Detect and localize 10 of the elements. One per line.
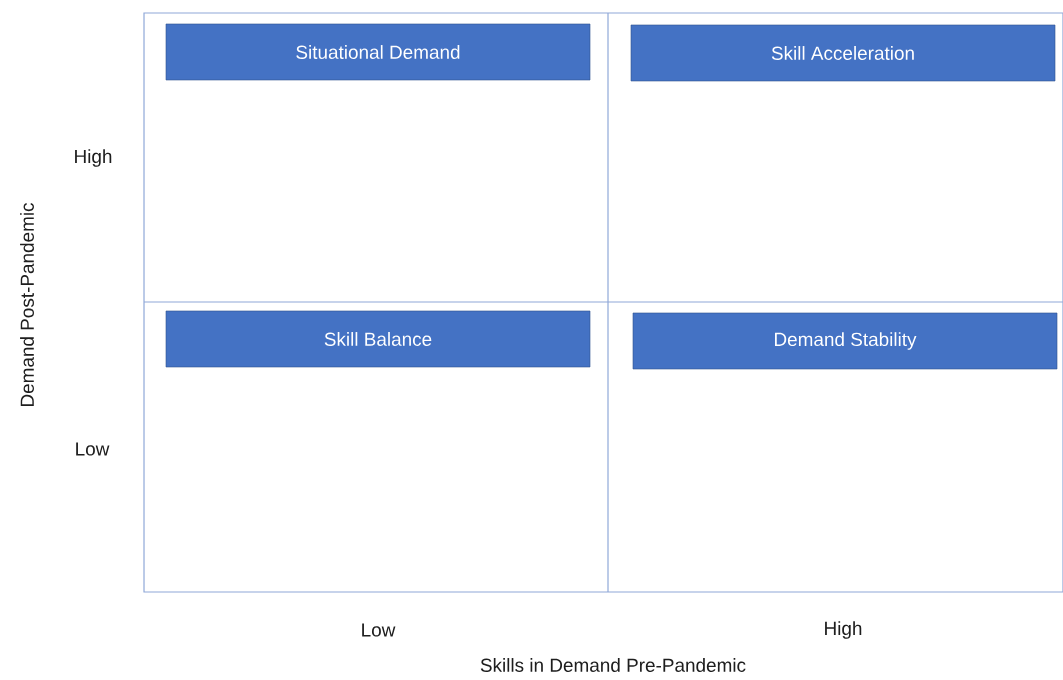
quadrant-title-bar: Skill Balance <box>165 310 591 368</box>
quadrant-title-bar: Demand Stability <box>632 312 1058 370</box>
quadrant-title-bar: Situational Demand <box>165 23 591 81</box>
axis-tick-label: High <box>825 621 862 639</box>
axis-title: Skills in Demand Pre-Pandemic <box>480 658 746 672</box>
axis-tick-label: Low <box>76 442 110 456</box>
axis-tick-label: High <box>75 149 112 167</box>
axis-title: Demand Post-Pandemic <box>20 202 34 407</box>
axis-tick-label: Low <box>362 623 396 637</box>
quadrant-title-bar: Skill Acceleration <box>630 24 1056 82</box>
